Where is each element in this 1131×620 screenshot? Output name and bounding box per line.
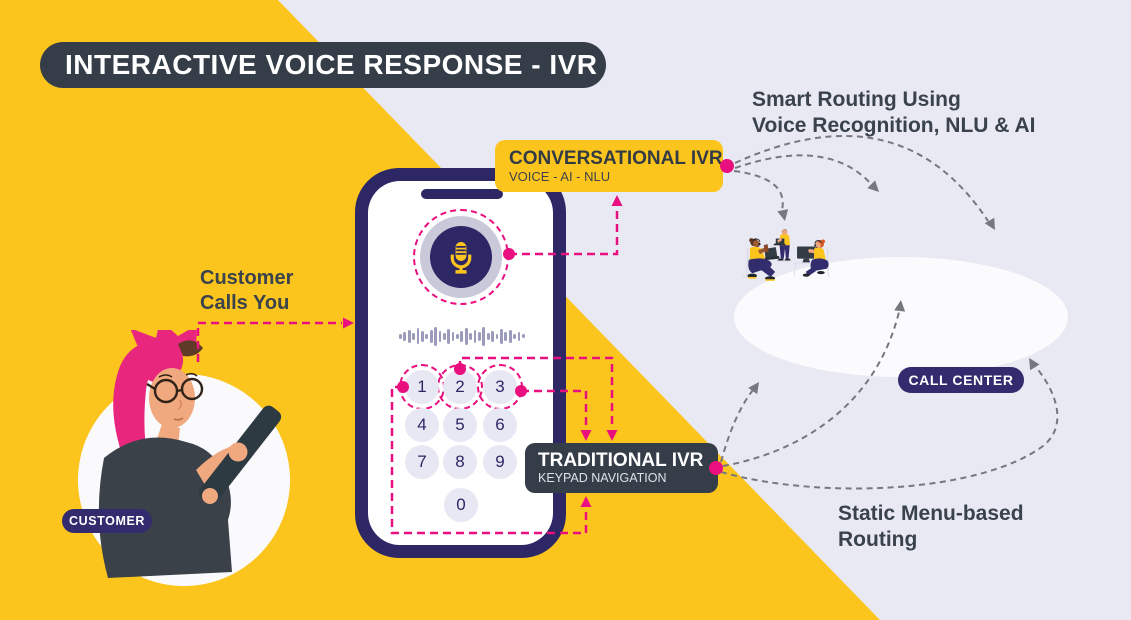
waveform-bar — [438, 330, 442, 342]
waveform-bar — [469, 332, 473, 340]
page-title: INTERACTIVE VOICE RESPONSE - IVR — [40, 42, 606, 88]
smartphone-speaker-notch — [421, 189, 503, 199]
traditional-ivr-subtitle: KEYPAD NAVIGATION — [538, 471, 667, 485]
waveform-bar — [521, 334, 525, 338]
conversational-ivr-label: CONVERSATIONAL IVR VOICE - AI - NLU — [495, 140, 723, 192]
customer-illustration — [78, 330, 290, 586]
mic-button — [430, 226, 492, 288]
waveform-bar — [495, 333, 499, 339]
waveform-bar — [447, 328, 451, 344]
keypad-key-9: 9 — [483, 445, 517, 479]
smart-routing-note: Smart Routing Using Voice Recognition, N… — [752, 87, 1036, 139]
customer-badge: CUSTOMER — [62, 509, 152, 533]
waveform-bar — [478, 331, 481, 341]
waveform-bar — [416, 328, 420, 344]
caption-line1: Customer — [200, 267, 294, 289]
keypad-key-1: 1 — [405, 370, 439, 404]
waveform-bar — [460, 330, 464, 342]
waveform-bar — [456, 333, 459, 339]
static-routing-note: Static Menu-based Routing — [838, 501, 1024, 553]
customer-calls-caption: Customer Calls You — [200, 266, 293, 316]
waveform-bar — [508, 329, 512, 343]
waveform-bar — [491, 330, 494, 342]
traditional-ivr-title: TRADITIONAL IVR — [538, 450, 704, 471]
waveform-bar — [425, 333, 429, 339]
waveform-bar — [517, 331, 521, 341]
waveform-bar — [442, 332, 446, 340]
waveform-bar — [434, 326, 437, 346]
waveform-icon — [399, 322, 527, 350]
static-routing-line1: Static Menu-based — [838, 502, 1024, 525]
smart-routing-line1: Smart Routing Using — [752, 88, 961, 111]
keypad-key-5: 5 — [443, 408, 477, 442]
keypad-key-0: 0 — [444, 488, 478, 522]
call-center-badge: CALL CENTER — [898, 367, 1024, 393]
waveform-bar — [403, 331, 407, 341]
customer-person — [98, 330, 282, 578]
waveform-bar — [486, 332, 490, 340]
waveform-bar — [482, 326, 486, 346]
waveform-bar — [407, 329, 411, 343]
waveform-bar — [504, 331, 508, 341]
waveform-bar — [464, 327, 468, 345]
keypad-key-8: 8 — [443, 445, 477, 479]
waveform-bar — [399, 333, 402, 339]
keypad-key-7: 7 — [405, 445, 439, 479]
waveform-bar — [412, 332, 415, 340]
waveform-bar — [451, 331, 455, 341]
caption-line2: Calls You — [200, 292, 290, 314]
keypad-key-3: 3 — [483, 370, 517, 404]
waveform-bar — [429, 329, 433, 343]
traditional-ivr-label: TRADITIONAL IVR KEYPAD NAVIGATION — [525, 443, 718, 493]
conversational-ivr-subtitle: VOICE - AI - NLU — [509, 169, 611, 184]
waveform-bar — [420, 330, 424, 342]
call-center-illustration — [742, 229, 830, 281]
agent-seated-left — [742, 238, 780, 281]
waveform-bar — [473, 329, 477, 343]
keypad-key-6: 6 — [483, 408, 517, 442]
agent-middle — [773, 229, 791, 262]
waveform-bar — [513, 333, 516, 339]
microphone-icon — [450, 241, 472, 274]
keypad-key-4: 4 — [405, 408, 439, 442]
keypad-key-2: 2 — [443, 370, 477, 404]
conversational-ivr-title: CONVERSATIONAL IVR — [509, 148, 723, 169]
agent-right — [792, 239, 830, 278]
waveform-bar — [499, 328, 503, 344]
smart-routing-line2: Voice Recognition, NLU & AI — [752, 114, 1036, 137]
static-routing-line2: Routing — [838, 528, 918, 551]
